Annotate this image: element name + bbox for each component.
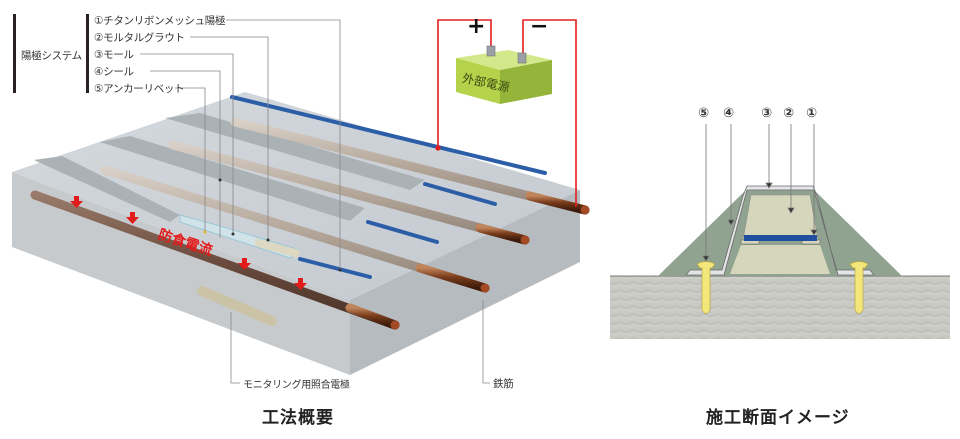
legend-item: ③モール — [94, 49, 134, 61]
method-overview-caption: 工法概要 — [262, 408, 334, 428]
anode-system-legend: ①チタンリボンメッシュ陽極 ②モルタルグラウト ③モール ④シール ⑤アンカーリ… — [94, 13, 226, 98]
legend-leader-lines — [140, 19, 490, 384]
section-marker: ⑤ — [698, 106, 710, 121]
section-marker: ③ — [761, 106, 773, 121]
rebar-label: 鉄筋 — [493, 378, 514, 390]
plus-terminal-sign: + — [467, 14, 486, 39]
power-wires — [435, 19, 577, 207]
protective-current-arrows — [70, 196, 307, 290]
monitoring-reference-electrode — [197, 286, 277, 326]
legend-item: ④シール — [94, 66, 134, 78]
minus-terminal-sign: − — [530, 14, 549, 39]
legend-item: ①チタンリボンメッシュ陽極 — [94, 15, 226, 27]
legend-bracket-outer — [13, 14, 16, 93]
legend-bracket-inner — [86, 14, 89, 93]
legend-item: ⑤アンカーリベット — [94, 83, 185, 95]
cross-section-caption: 施工断面イメージ — [706, 408, 850, 428]
external-power-supply-box — [456, 45, 552, 104]
rebars — [30, 117, 590, 330]
titanium-mesh-anodes — [230, 95, 547, 279]
section-marker: ① — [806, 106, 818, 121]
section-marker: ② — [783, 106, 795, 121]
anode-system-label: 陽極システム — [21, 50, 82, 62]
section-marker: ④ — [723, 106, 735, 121]
monitoring-electrode-label: モニタリング用照合電極 — [243, 380, 350, 391]
legend-item: ②モルタルグラウト — [94, 32, 185, 44]
mole-channels — [34, 113, 425, 259]
